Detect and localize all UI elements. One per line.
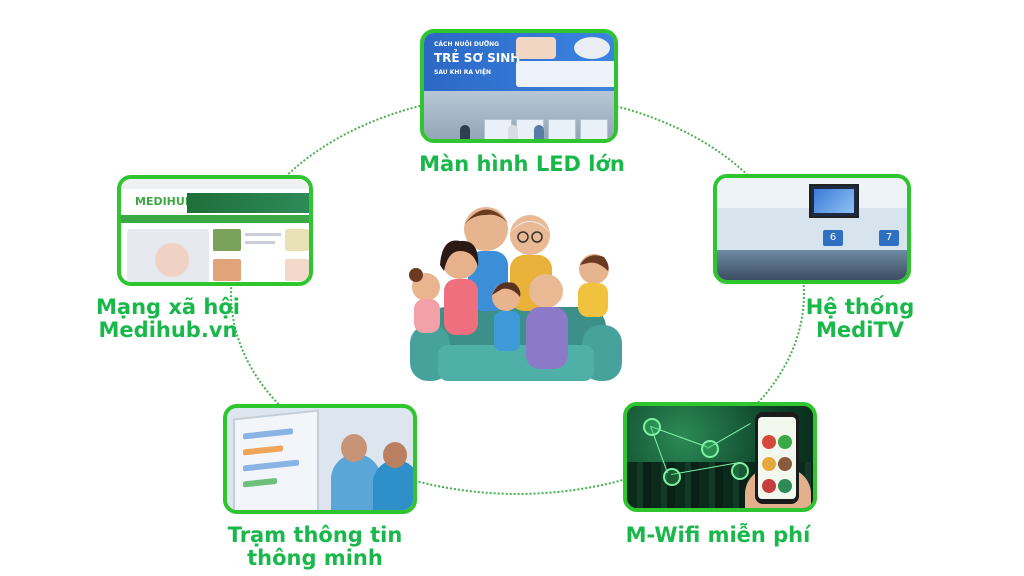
network-node-icon — [663, 468, 681, 486]
network-node-icon — [643, 418, 661, 436]
glasses-icon — [531, 231, 543, 243]
ad-thumbnail — [285, 229, 309, 251]
app-tile — [778, 479, 792, 493]
phone-screen — [758, 417, 796, 499]
father-head — [464, 207, 508, 251]
waiting-crowd — [717, 250, 907, 280]
label-meditv-line2: MediTV — [816, 318, 904, 342]
boy-hair — [492, 282, 521, 297]
smart-kiosk-photo — [223, 404, 417, 514]
text-line — [245, 233, 281, 236]
led-banner-line2: TRẺ SƠ SINH — [434, 51, 521, 65]
counter-number: 7 — [879, 230, 899, 246]
baby-picture — [516, 37, 556, 59]
girl-hair-bun — [409, 268, 423, 282]
label-led: Màn hình LED lớn — [412, 153, 632, 176]
ad-thumbnail — [285, 259, 309, 281]
led-banner-line1: CÁCH NUÔI DƯỠNG — [434, 41, 500, 48]
label-wifi: M-Wifi miễn phí — [618, 524, 818, 547]
service-desk — [580, 119, 608, 139]
label-social-line2: Medihub.vn — [98, 318, 238, 342]
label-kiosk-line1: Trạm thông tin — [227, 523, 403, 547]
staff-head — [341, 434, 367, 462]
person — [534, 125, 544, 139]
label-meditv: Hệ thống MediTV — [800, 296, 920, 342]
grandfather-hair — [510, 221, 550, 233]
person — [460, 125, 470, 139]
label-led-line1: Màn hình LED lớn — [419, 152, 625, 176]
info-panel — [516, 61, 614, 87]
text-line — [245, 241, 275, 244]
label-kiosk-line2: thông minh — [247, 546, 383, 570]
m-wifi-photo — [623, 402, 817, 512]
grandfather-head — [510, 215, 550, 255]
staff-head — [383, 442, 407, 468]
sofa-seat — [438, 345, 594, 381]
network-node-icon — [731, 462, 749, 480]
grandmother-body — [526, 307, 568, 369]
screen-row — [243, 477, 277, 488]
screen-row — [243, 445, 283, 456]
mother-hair — [440, 240, 479, 271]
father-hair — [464, 209, 508, 225]
staff-person — [331, 454, 381, 510]
screen-row — [243, 428, 293, 440]
app-tile — [762, 479, 776, 493]
kiosk-screen — [233, 409, 319, 510]
tv-display — [814, 189, 854, 213]
app-tile — [778, 457, 792, 471]
boy-right-hair — [580, 255, 609, 271]
label-social: Mạng xã hội Medihub.vn — [88, 296, 248, 342]
article-thumbnail — [213, 229, 241, 251]
hospital-hall — [424, 91, 614, 139]
grandmother-hair — [528, 277, 564, 287]
medihub-website-photo: MEDIHUB — [117, 175, 313, 286]
baby-photo — [127, 229, 209, 282]
bottle-picture — [574, 37, 610, 59]
screen-row — [243, 459, 299, 472]
label-kiosk: Trạm thông tin thông minh — [215, 524, 415, 570]
service-desk — [548, 119, 576, 139]
smartphone-icon — [755, 412, 799, 504]
led-screen-photo: CÁCH NUÔI DƯỠNG TRẺ SƠ SINH SAU KHI RA V… — [420, 29, 618, 143]
browser-bar — [121, 179, 309, 189]
led-banner: CÁCH NUÔI DƯỠNG TRẺ SƠ SINH SAU KHI RA V… — [424, 33, 614, 91]
person — [508, 125, 518, 139]
site-nav — [121, 215, 309, 223]
network-node-icon — [701, 440, 719, 458]
girl-body — [414, 299, 440, 333]
medihub-logo: MEDIHUB — [135, 195, 194, 208]
led-banner-line3: SAU KHI RA VIỆN — [434, 69, 492, 76]
meditv-photo: 6 7 — [713, 174, 911, 284]
boy-right-body — [578, 283, 608, 317]
glasses-icon — [517, 231, 529, 243]
mother-body — [444, 279, 478, 335]
boy-body — [494, 311, 520, 351]
article-thumbnail — [213, 259, 241, 281]
tv-screen — [809, 184, 859, 218]
counter-number: 6 — [823, 230, 843, 246]
ad-banner — [187, 193, 309, 213]
label-wifi-line1: M-Wifi miễn phí — [625, 523, 811, 547]
grandmother-head — [529, 274, 563, 308]
app-tile — [762, 435, 776, 449]
app-tile — [762, 457, 776, 471]
staff-person — [373, 460, 413, 510]
label-social-line1: Mạng xã hội — [96, 295, 240, 319]
family-on-sofa-illustration — [409, 207, 622, 381]
label-meditv-line1: Hệ thống — [805, 295, 915, 319]
app-tile — [778, 435, 792, 449]
